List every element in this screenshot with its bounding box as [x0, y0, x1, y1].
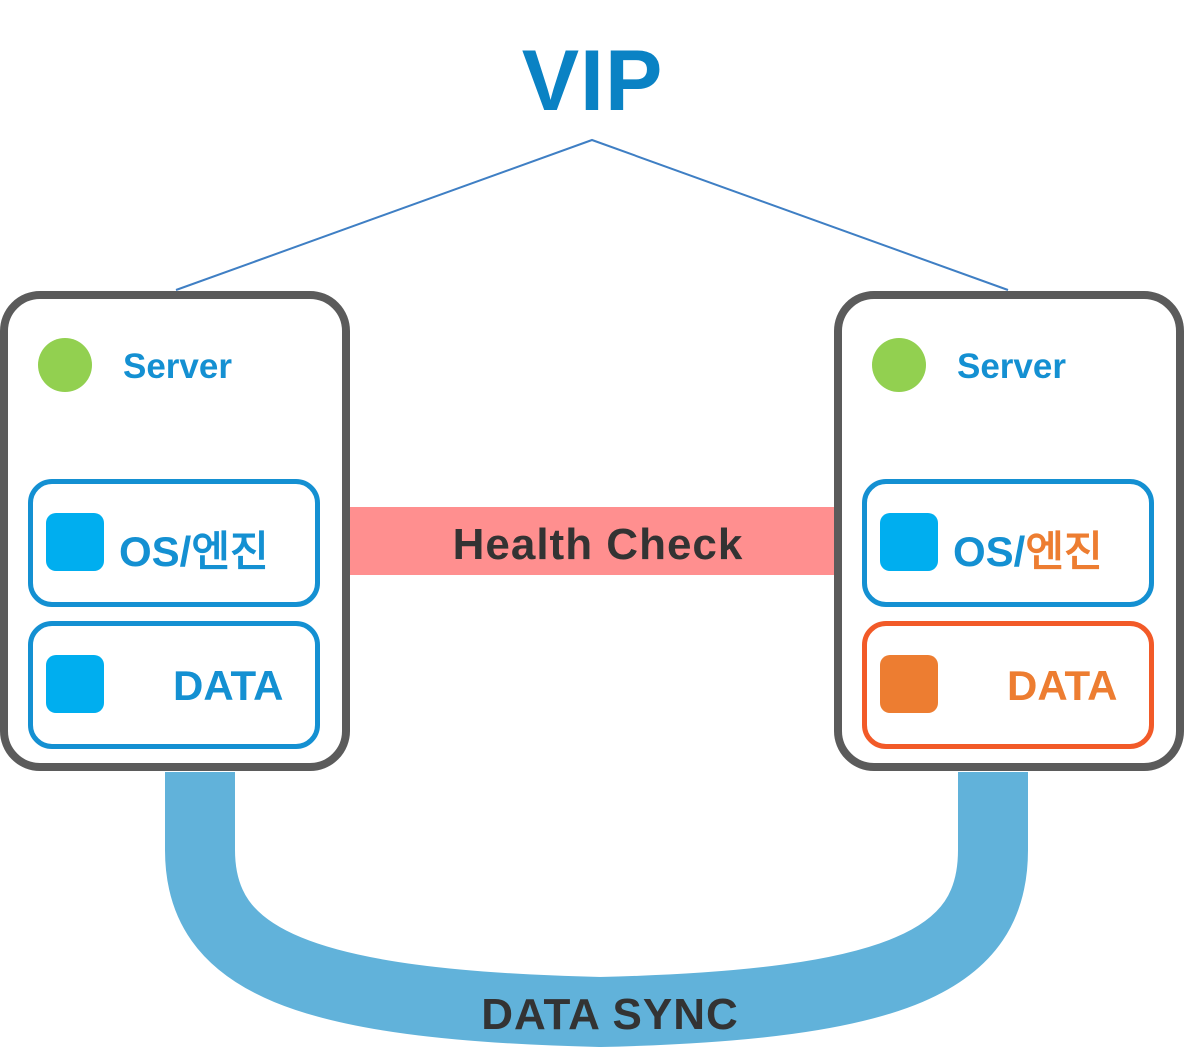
- engine-label: 엔진: [191, 528, 269, 575]
- server-node-primary[interactable]: Server OS/엔진 DATA: [0, 291, 350, 771]
- os-block-icon: [880, 513, 938, 571]
- engine-label: 엔진: [1025, 528, 1103, 575]
- server-label: Server: [957, 347, 1066, 386]
- data-block: DATA: [28, 621, 320, 749]
- data-block-icon: [46, 655, 104, 713]
- data-block-icon: [880, 655, 938, 713]
- vip-title: VIP: [521, 33, 664, 129]
- server-label: Server: [123, 347, 232, 386]
- os-label-prefix: OS/: [953, 528, 1026, 575]
- os-engine-label: OS/엔진: [119, 518, 269, 579]
- os-engine-block: OS/엔진: [862, 479, 1154, 607]
- data-sync-pipe: [165, 772, 1028, 1048]
- data-sync-label: DATA SYNC: [481, 990, 739, 1039]
- os-engine-label: OS/엔진: [953, 518, 1103, 579]
- status-indicator-icon: [38, 338, 92, 392]
- os-engine-block: OS/엔진: [28, 479, 320, 607]
- health-check-link: [348, 507, 836, 575]
- os-block-icon: [46, 513, 104, 571]
- status-indicator-icon: [872, 338, 926, 392]
- data-block-highlighted: DATA: [862, 621, 1154, 749]
- server-node-secondary[interactable]: Server OS/엔진 DATA: [834, 291, 1184, 771]
- vip-link-lines: [175, 138, 1009, 291]
- data-label: DATA: [173, 662, 284, 709]
- os-label-prefix: OS/: [119, 528, 192, 575]
- data-label: DATA: [1007, 662, 1118, 709]
- health-check-label: Health Check: [452, 520, 744, 569]
